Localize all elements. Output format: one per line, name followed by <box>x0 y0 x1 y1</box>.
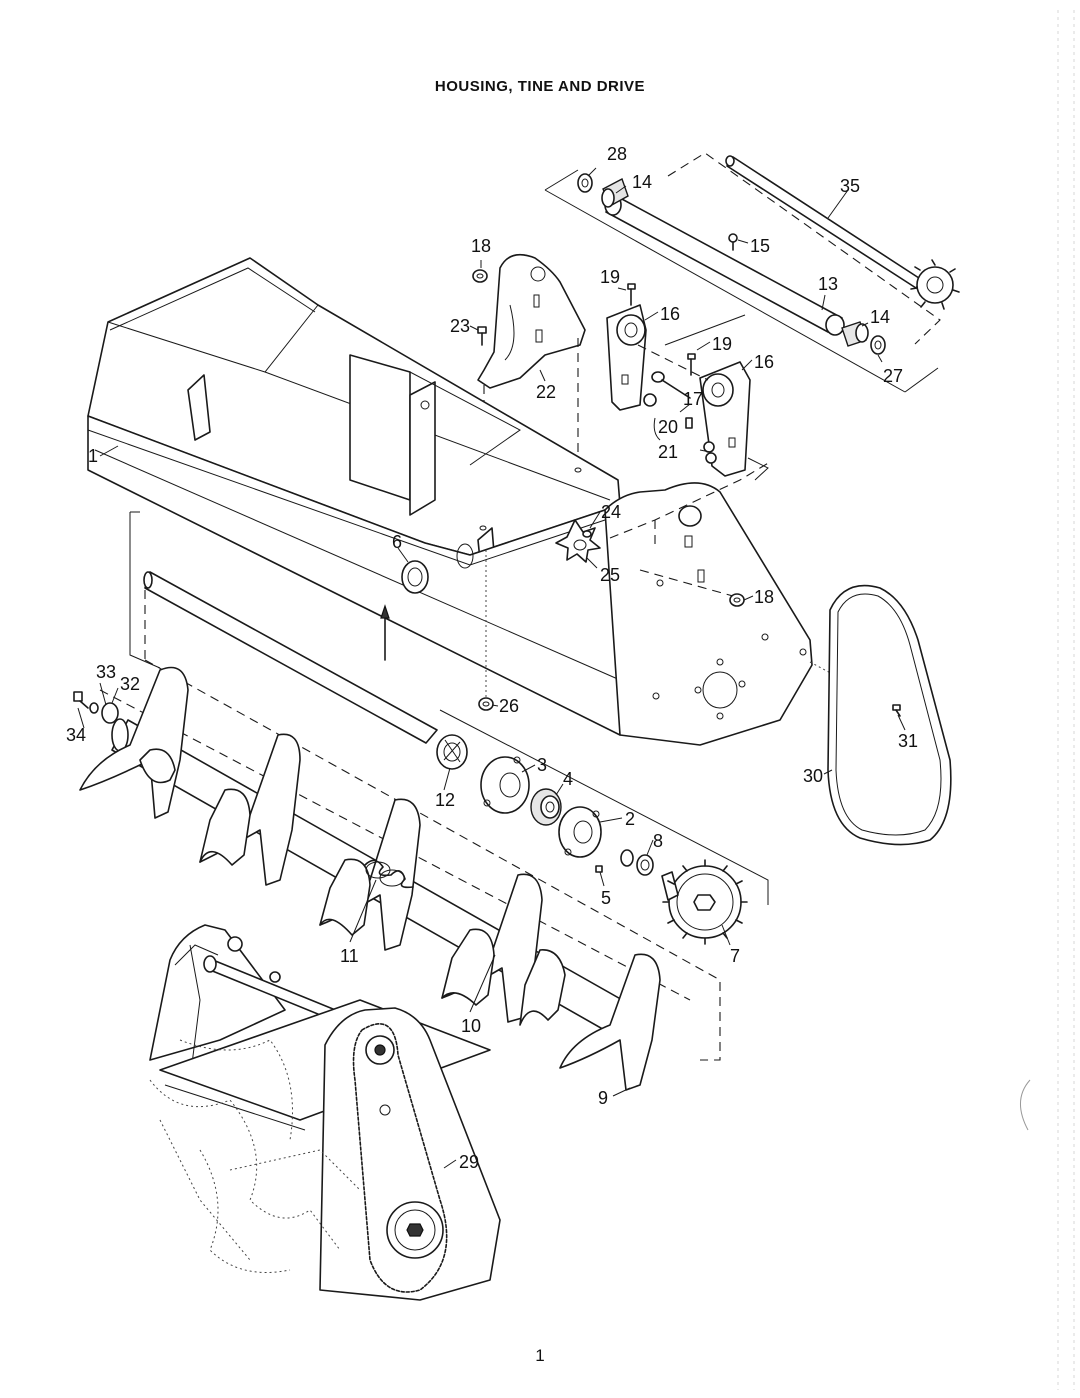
callout-21: 21 <box>658 442 678 462</box>
callout-20: 20 <box>658 417 678 437</box>
callout-11: 11 <box>340 946 359 966</box>
callout-28: 28 <box>607 144 627 164</box>
callout-34: 34 <box>66 725 86 745</box>
callout-16: 16 <box>754 352 774 372</box>
callout-14: 14 <box>870 307 890 327</box>
callout-27: 27 <box>883 366 903 386</box>
callout-29: 29 <box>459 1152 479 1172</box>
chain-cover-30 <box>827 584 952 846</box>
drive-chain-29 <box>352 1023 448 1293</box>
tine-housing-1 <box>87 257 621 736</box>
drive-shaft-assembly <box>544 152 960 393</box>
callout-17: 17 <box>683 389 703 409</box>
grease-fitting-15 <box>728 233 738 251</box>
callout-15: 15 <box>750 236 770 256</box>
sprocket-7 <box>661 859 748 945</box>
callout-25: 25 <box>600 565 620 585</box>
callout-30: 30 <box>803 766 823 786</box>
callout-24: 24 <box>601 502 621 522</box>
washer-28 <box>577 173 593 193</box>
callout-33: 33 <box>96 662 116 682</box>
page-number: 1 <box>535 1346 545 1365</box>
shaft-35 <box>725 155 923 289</box>
nut-26 <box>478 550 494 711</box>
callout-4: 4 <box>563 769 573 789</box>
callout-labels: 28 14 35 18 15 19 13 16 14 23 19 16 27 2… <box>66 144 918 1172</box>
callout-18: 18 <box>754 587 774 607</box>
callout-7: 7 <box>730 946 740 966</box>
callout-12: 12 <box>435 790 455 810</box>
small-sprocket <box>910 259 960 310</box>
callout-6: 6 <box>392 532 402 552</box>
callout-16: 16 <box>660 304 680 324</box>
bearing-brackets <box>606 283 769 481</box>
chaincase-side-plate <box>555 461 891 746</box>
callout-5: 5 <box>601 888 611 908</box>
callout-18: 18 <box>471 236 491 256</box>
callout-14: 14 <box>632 172 652 192</box>
callout-26: 26 <box>499 696 519 716</box>
bearing-14-left <box>601 178 629 208</box>
callout-23: 23 <box>450 316 470 336</box>
callout-19: 19 <box>600 267 620 287</box>
bearing-and-sprocket-group <box>436 734 748 945</box>
callout-1: 1 <box>88 446 98 466</box>
page-title: HOUSING, TINE AND DRIVE <box>434 78 646 95</box>
callout-10: 10 <box>461 1016 481 1036</box>
callout-3: 3 <box>537 755 547 775</box>
leader-lines <box>77 167 906 1169</box>
callout-9: 9 <box>598 1088 608 1108</box>
callout-22: 22 <box>536 382 556 402</box>
callout-31: 31 <box>898 731 918 751</box>
callout-19: 19 <box>712 334 732 354</box>
tine-rod <box>129 512 438 744</box>
callout-32: 32 <box>120 674 140 694</box>
bearing-14-right <box>841 321 869 347</box>
callout-35: 35 <box>840 176 860 196</box>
callout-8: 8 <box>653 831 663 851</box>
washer-27 <box>870 335 886 355</box>
spring-11 <box>364 859 414 889</box>
callout-13: 13 <box>818 274 838 294</box>
assembled-view <box>149 924 501 1301</box>
left-hardware <box>73 691 119 724</box>
callout-2: 2 <box>625 809 635 829</box>
